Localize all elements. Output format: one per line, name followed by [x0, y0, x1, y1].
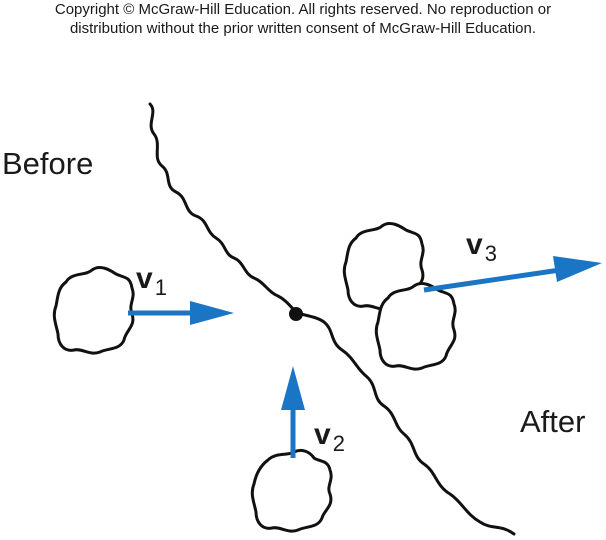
velocity-arrow-v2 — [281, 366, 305, 458]
collision-point — [289, 307, 303, 321]
velocity-arrow-v3 — [423, 256, 602, 293]
before-label: Before — [2, 146, 94, 181]
particle-3-blob-lower — [374, 282, 457, 371]
v1-symbol: v — [136, 262, 153, 295]
particle-2-blob — [250, 448, 333, 533]
v2-label: v2 — [314, 418, 345, 457]
v1-label: v1 — [136, 262, 167, 301]
v3-symbol: v — [466, 228, 483, 261]
copyright-line-2: distribution without the prior written c… — [69, 20, 537, 37]
velocity-arrow-v1 — [128, 301, 234, 325]
after-label: After — [520, 404, 586, 439]
copyright-line-1: Copyright © McGraw-Hill Education. All r… — [54, 1, 552, 18]
v2-symbol: v — [314, 418, 331, 451]
copyright-notice: Copyright © McGraw-Hill Education. All r… — [0, 0, 606, 38]
v3-label: v3 — [466, 228, 497, 267]
particle-1-blob — [52, 266, 135, 355]
v2-subscript: 2 — [332, 431, 345, 456]
v3-subscript: 3 — [484, 241, 497, 266]
v1-subscript: 1 — [154, 275, 167, 300]
